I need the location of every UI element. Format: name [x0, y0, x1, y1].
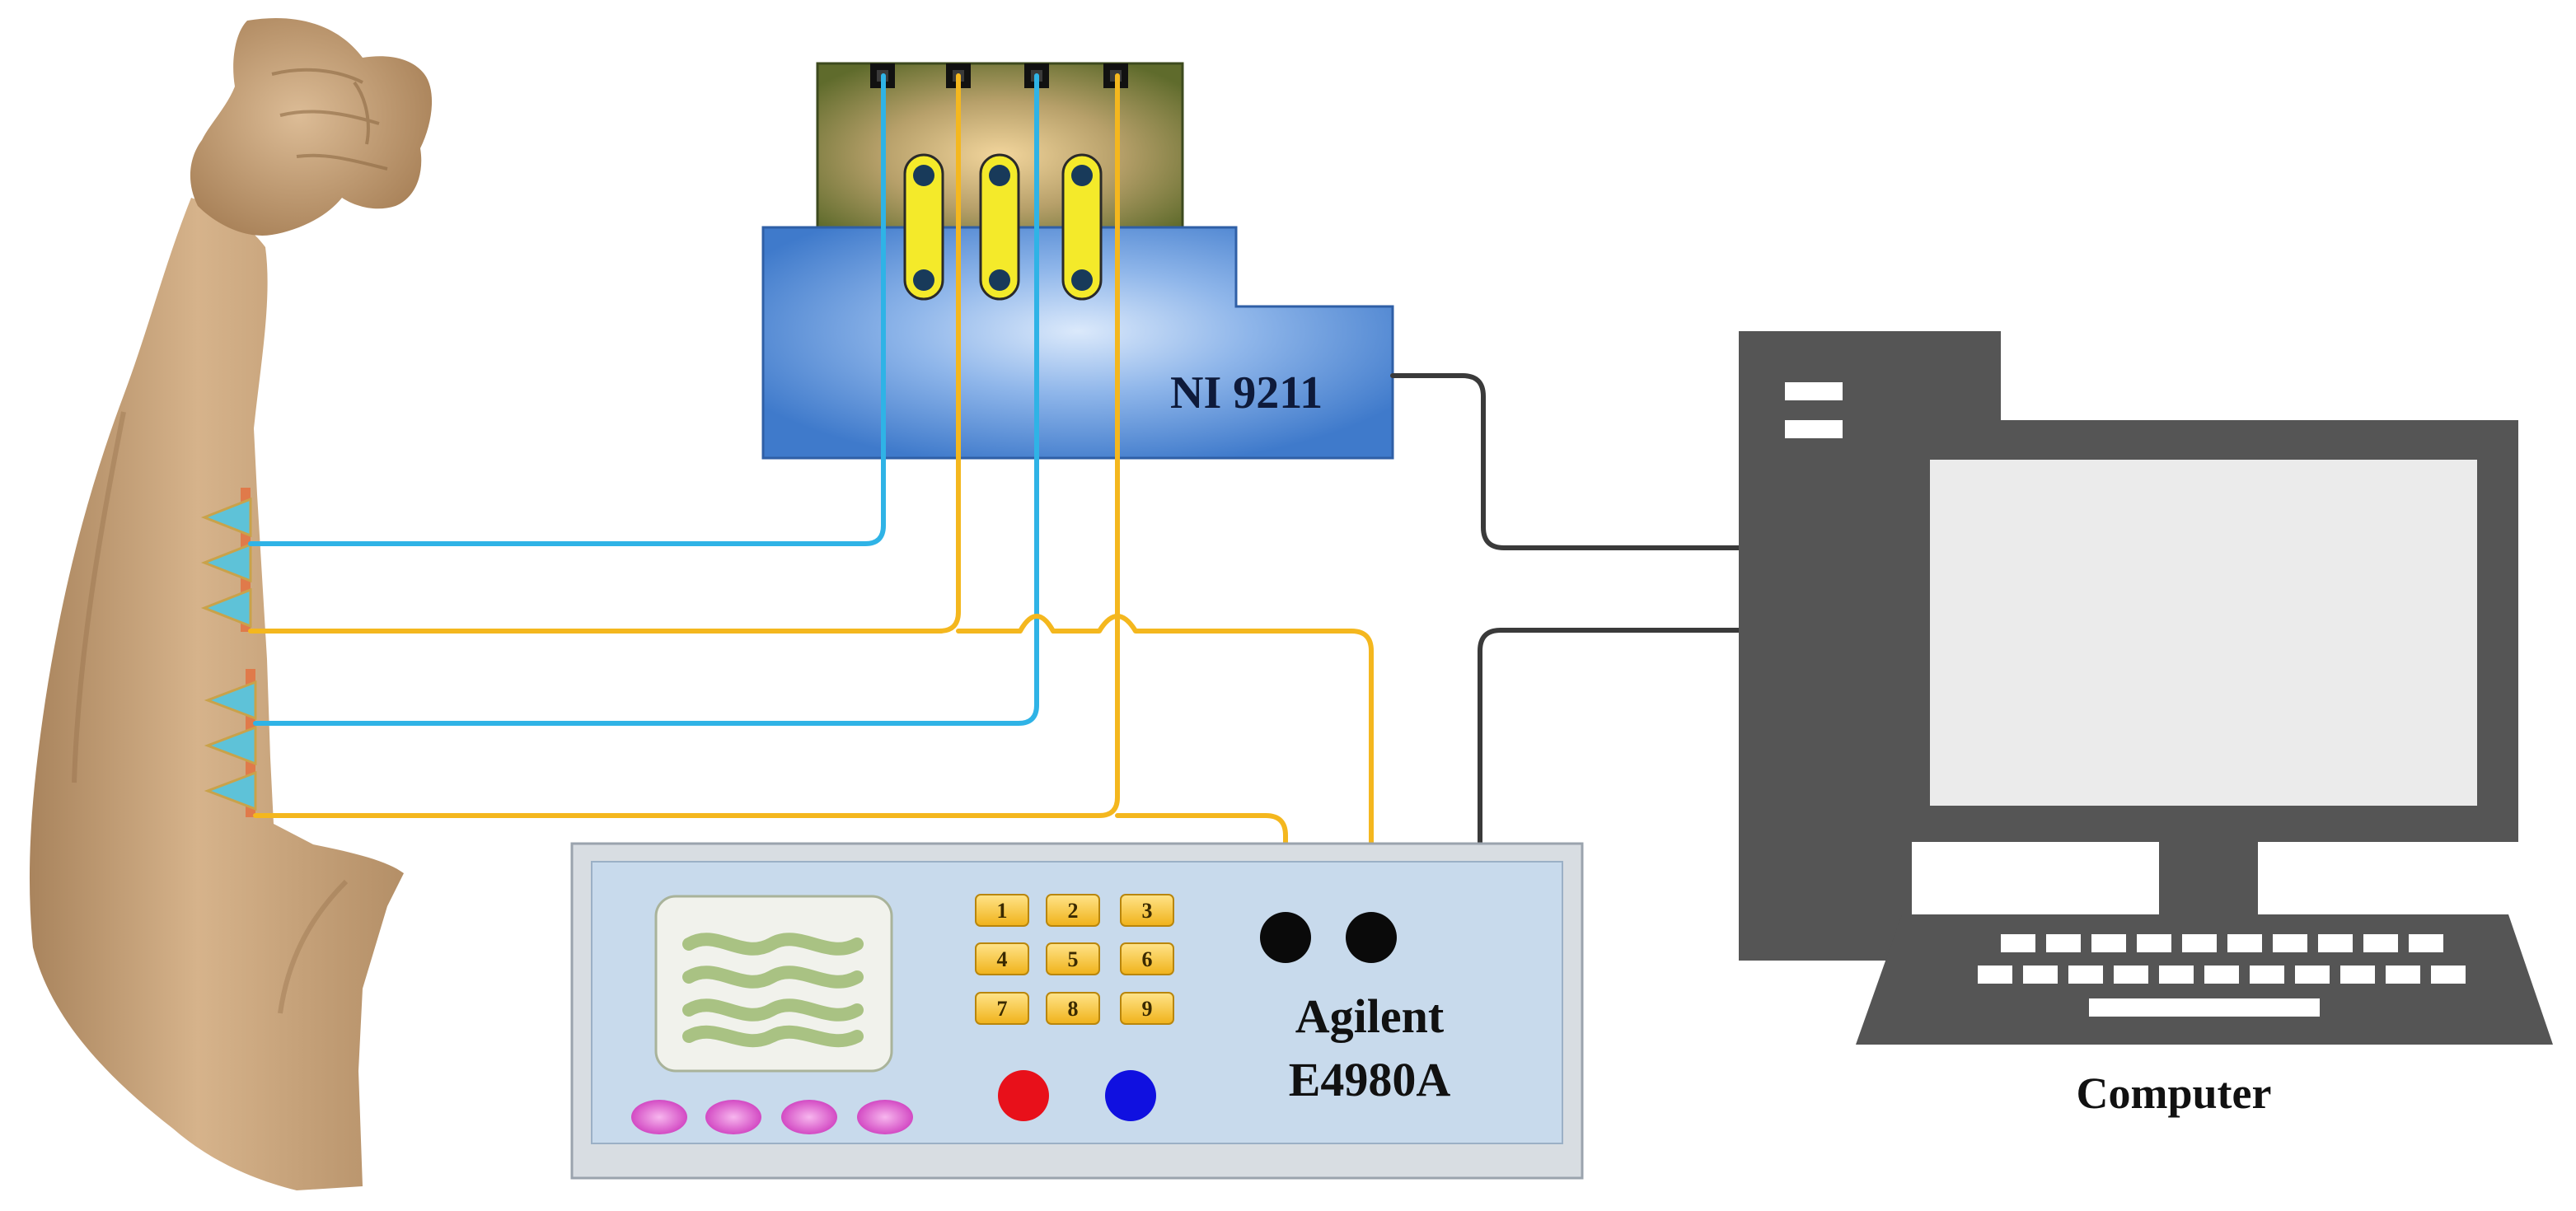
keyboard-key — [2340, 966, 2375, 984]
arm-illustration — [29, 18, 433, 1190]
keypad-key[interactable]: 3 — [1120, 894, 1174, 927]
keypad: 1 2 3 4 5 6 7 — [975, 894, 1174, 1025]
keyboard-key — [2068, 966, 2103, 984]
soft-buttons — [631, 1100, 913, 1134]
keypad-key[interactable]: 8 — [1046, 992, 1100, 1025]
svg-text:7: 7 — [997, 997, 1008, 1021]
lcr-lead-2 — [1115, 813, 1288, 940]
electrode-group-lower — [204, 669, 257, 817]
keyboard-key — [2182, 934, 2217, 952]
soft-button[interactable] — [857, 1100, 913, 1134]
electrode-sensor — [200, 497, 252, 538]
keyboard-key — [1978, 966, 2012, 984]
forearm — [29, 198, 404, 1190]
thermocouple-wire-upper — [248, 73, 886, 546]
svg-text:9: 9 — [1142, 997, 1153, 1021]
blue-indicator-button[interactable] — [1105, 1070, 1156, 1121]
computer — [1739, 331, 2553, 1045]
keyboard-key — [2273, 934, 2307, 952]
svg-text:1: 1 — [997, 899, 1008, 923]
keyboard-key — [2114, 966, 2148, 984]
svg-text:6: 6 — [1142, 947, 1153, 971]
thermocouple-wire-lower — [253, 73, 1039, 726]
drive-bay — [1785, 420, 1843, 438]
keypad-key[interactable]: 4 — [975, 942, 1029, 975]
lcr-to-computer-cable — [1478, 628, 1743, 848]
keyboard-keys — [1978, 934, 2466, 1017]
drive-bay — [1785, 382, 1843, 400]
lcr-lead-1 — [956, 614, 1374, 940]
keyboard-key — [2046, 934, 2081, 952]
svg-text:3: 3 — [1142, 899, 1153, 923]
keyboard-key — [2227, 934, 2262, 952]
electrode-sensor — [200, 542, 252, 583]
computer-tower — [1739, 331, 2001, 961]
keyboard-key — [2137, 934, 2171, 952]
measurement-wire-upper — [248, 73, 961, 634]
jumper-link — [903, 153, 944, 301]
svg-text:8: 8 — [1068, 997, 1079, 1021]
keyboard-key — [2295, 966, 2330, 984]
monitor-stand — [2159, 840, 2258, 914]
keyboard-key — [2091, 934, 2126, 952]
red-indicator-button[interactable] — [998, 1070, 1049, 1121]
keyboard-key — [2204, 966, 2239, 984]
electrode-sensor — [200, 587, 252, 629]
keypad-key[interactable]: 2 — [1046, 894, 1100, 927]
computer-label: Computer — [2077, 1068, 2272, 1118]
keyboard-key — [2386, 966, 2420, 984]
terminal-jack-2[interactable] — [1346, 912, 1397, 963]
keyboard-key — [2318, 934, 2353, 952]
keypad-key[interactable]: 7 — [975, 992, 1029, 1025]
keyboard-key — [2159, 966, 2194, 984]
waveform-icon — [682, 933, 864, 1048]
keyboard-key — [2431, 966, 2466, 984]
keypad-key[interactable]: 9 — [1120, 992, 1174, 1025]
fist — [190, 18, 433, 236]
lcr-display — [654, 895, 893, 1073]
electrode-group-upper — [200, 488, 252, 632]
soft-button[interactable] — [705, 1100, 761, 1134]
fist-finger-lines — [271, 68, 388, 171]
keyboard-key — [2023, 966, 2058, 984]
electrode-sensor — [204, 680, 257, 721]
monitor-screen — [1930, 460, 2477, 806]
ni-9211-module: NI 9211 — [761, 62, 1394, 460]
keyboard-key — [2250, 966, 2284, 984]
keyboard-key — [2001, 934, 2035, 952]
svg-text:5: 5 — [1068, 947, 1079, 971]
daq-to-computer-cable — [1390, 373, 1743, 550]
lcr-label-line1: Agilent — [1295, 989, 1445, 1043]
lcr-meter: 1 2 3 4 5 6 7 — [570, 842, 1584, 1180]
wiring — [248, 73, 1743, 940]
electrode-sensor — [204, 725, 257, 766]
arm-shading — [72, 411, 349, 1014]
jumper-link — [979, 153, 1020, 301]
terminal-jack-1[interactable] — [1260, 912, 1311, 963]
keyboard-key — [2363, 934, 2398, 952]
jumper-links — [903, 153, 1103, 301]
measurement-wire-lower — [253, 73, 1120, 818]
keypad-key[interactable]: 5 — [1046, 942, 1100, 975]
daq-label: NI 9211 — [1170, 367, 1323, 418]
svg-text:2: 2 — [1068, 899, 1079, 923]
lcr-label-line2: E4980A — [1289, 1053, 1451, 1106]
svg-text:4: 4 — [997, 947, 1008, 971]
keypad-key[interactable]: 1 — [975, 894, 1029, 927]
soft-button[interactable] — [631, 1100, 687, 1134]
jumper-link — [1061, 153, 1103, 301]
keyboard-spacebar — [2089, 998, 2320, 1017]
keypad-key[interactable]: 6 — [1120, 942, 1174, 975]
soft-button[interactable] — [781, 1100, 837, 1134]
keyboard-key — [2409, 934, 2443, 952]
electrode-sensor — [204, 770, 257, 811]
